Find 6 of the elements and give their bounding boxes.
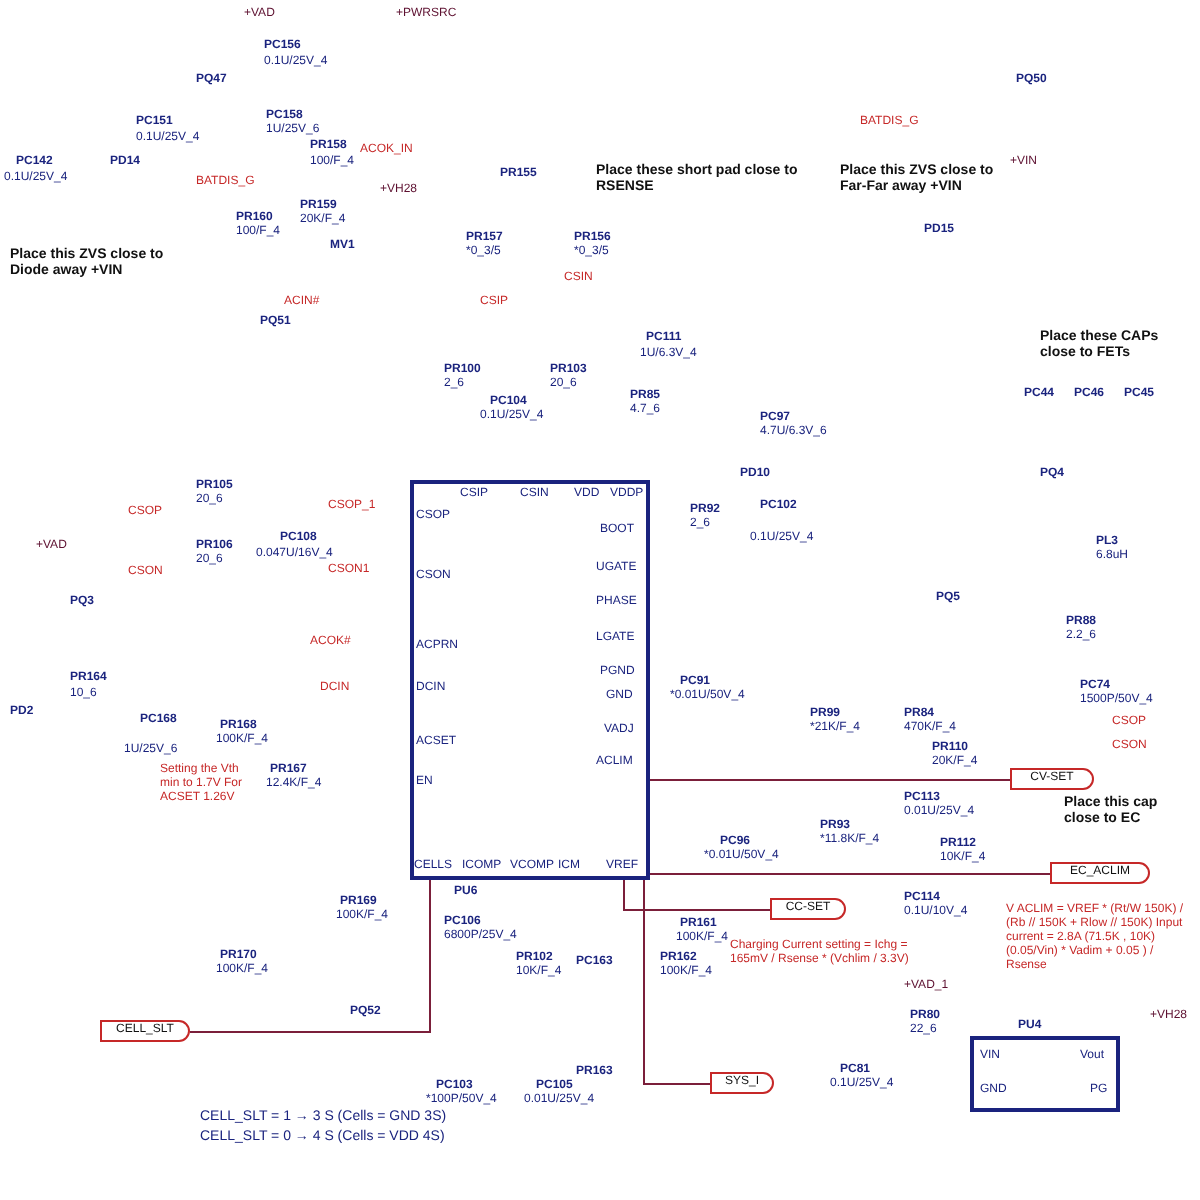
wire (643, 879, 711, 1085)
wire (649, 873, 1051, 875)
wire (623, 879, 771, 911)
wire (649, 779, 1011, 781)
ic-package (410, 480, 650, 880)
wire (189, 879, 431, 1033)
